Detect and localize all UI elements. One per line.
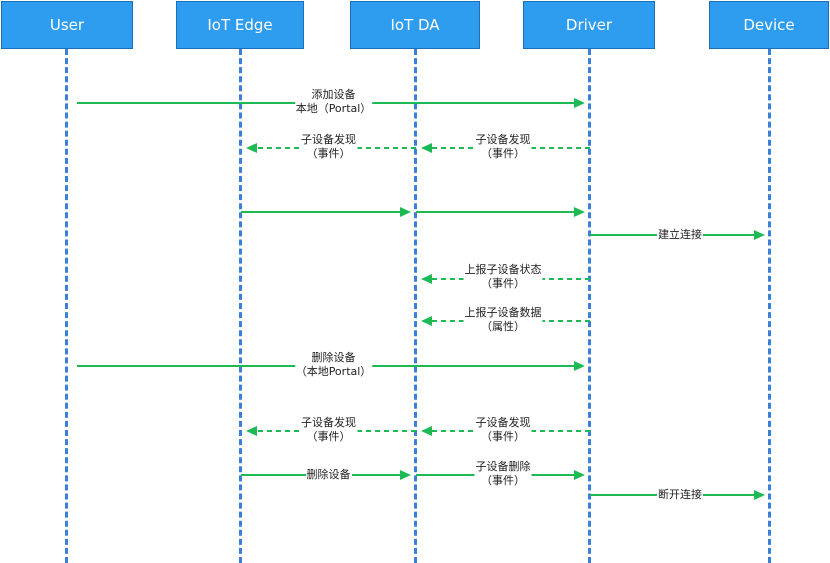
arrow-head bbox=[400, 470, 411, 480]
message-label: 建立连接 bbox=[657, 228, 703, 242]
message-arrow bbox=[421, 426, 590, 436]
arrow-head bbox=[574, 207, 585, 217]
message-label-line: 上报子设备状态 bbox=[464, 263, 542, 276]
message-label-line: 上报子设备数据 bbox=[464, 306, 542, 319]
message-label-line: （属性） bbox=[481, 320, 525, 333]
message-label-line: （事件） bbox=[481, 147, 525, 160]
arrow-head bbox=[421, 143, 432, 153]
message-label: 子设备发现（事件） bbox=[474, 133, 532, 161]
message-label-line: 子设备发现 bbox=[475, 416, 531, 429]
arrow-head bbox=[574, 361, 585, 371]
lifeline-driver bbox=[588, 49, 591, 563]
message-label: 删除设备 bbox=[305, 468, 352, 482]
arrow-head bbox=[246, 143, 257, 153]
message-label-line: 添加设备 bbox=[311, 88, 356, 101]
actor-iot-da: IoT DA bbox=[350, 1, 480, 49]
message-label: 断开连接 bbox=[657, 488, 703, 502]
arrow-head bbox=[421, 316, 432, 326]
message-arrow bbox=[421, 316, 590, 326]
arrow-head bbox=[574, 470, 585, 480]
lifeline-user bbox=[65, 49, 68, 563]
message-label-line: 断开连接 bbox=[658, 488, 702, 501]
arrow-head bbox=[754, 490, 765, 500]
message-label-line: 删除设备 bbox=[311, 351, 356, 364]
message-arrow bbox=[416, 207, 585, 217]
message-label-line: 子设备发现 bbox=[301, 416, 356, 429]
arrow-head bbox=[246, 426, 257, 436]
actor-driver: Driver bbox=[523, 1, 655, 49]
message-label-line: 建立连接 bbox=[658, 228, 702, 241]
arrow-head bbox=[421, 274, 432, 284]
arrow-head bbox=[574, 98, 585, 108]
message-label-line: （本地Portal） bbox=[295, 365, 372, 378]
message-label-line: （事件） bbox=[481, 474, 525, 487]
message-label-line: 子设备发现 bbox=[475, 133, 531, 146]
lifeline-iot-da bbox=[414, 49, 417, 563]
message-label-line: 子设备发现 bbox=[301, 133, 356, 146]
message-label-line: 删除设备 bbox=[306, 468, 351, 481]
message-label: 删除设备（本地Portal） bbox=[294, 351, 373, 379]
message-arrow bbox=[241, 207, 411, 217]
message-arrow bbox=[421, 274, 590, 284]
actor-user: User bbox=[1, 1, 133, 49]
message-label-line: （事件） bbox=[481, 430, 525, 443]
message-label-line: （事件） bbox=[481, 277, 525, 290]
message-label: 上报子设备状态（事件） bbox=[463, 263, 543, 291]
message-label: 子设备发现（事件） bbox=[474, 416, 532, 444]
arrow-head bbox=[754, 230, 765, 240]
actor-iot-edge: IoT Edge bbox=[176, 1, 304, 49]
message-label: 添加设备本地（Portal） bbox=[294, 88, 373, 116]
message-label-line: （事件） bbox=[306, 147, 351, 160]
message-label-line: 本地（Portal） bbox=[295, 102, 372, 115]
message-label: 子设备发现（事件） bbox=[300, 133, 357, 161]
arrow-head bbox=[400, 207, 411, 217]
message-label: 子设备发现（事件） bbox=[300, 416, 357, 444]
arrow-head bbox=[421, 426, 432, 436]
message-label: 上报子设备数据（属性） bbox=[463, 306, 543, 334]
lifeline-iot-edge bbox=[239, 49, 242, 563]
message-label-line: 子设备删除 bbox=[475, 460, 531, 473]
actor-device: Device bbox=[709, 1, 829, 49]
lifeline-device bbox=[768, 49, 771, 563]
message-label-line: （事件） bbox=[306, 430, 351, 443]
message-label: 子设备删除（事件） bbox=[474, 460, 532, 488]
message-arrow bbox=[421, 143, 590, 153]
